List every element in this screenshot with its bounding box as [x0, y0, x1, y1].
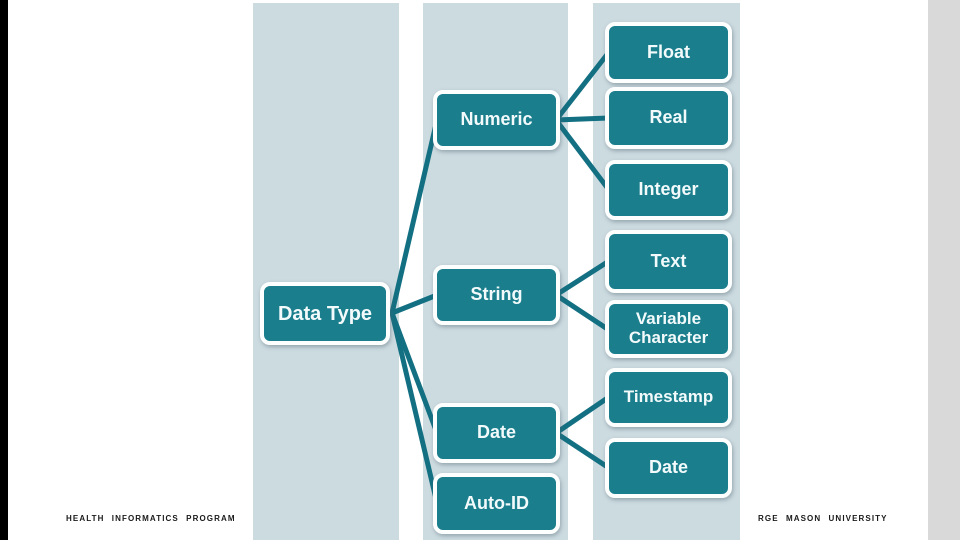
- node-auto-id: Auto-ID: [433, 473, 560, 534]
- node-timestamp: Timestamp: [605, 368, 732, 427]
- node-numeric: Numeric: [433, 90, 560, 150]
- node-string: String: [433, 265, 560, 325]
- node-date-leaf: Date: [605, 438, 732, 498]
- right-edge-bar: [928, 0, 960, 540]
- footer-university-caption: RGE MASON UNIVERSITY: [758, 514, 888, 523]
- node-text: Text: [605, 230, 732, 293]
- node-integer: Integer: [605, 160, 732, 220]
- node-float: Float: [605, 22, 732, 83]
- node-variable-character: Variable Character: [605, 300, 732, 358]
- left-edge-bar: [0, 0, 8, 540]
- footer-program-caption: HEALTH INFORMATICS PROGRAM: [66, 514, 236, 523]
- connector-group: [389, 49, 612, 506]
- column-band-level1: [253, 3, 399, 540]
- node-date: Date: [433, 403, 560, 463]
- node-data-type: Data Type: [260, 282, 390, 345]
- node-real: Real: [605, 87, 732, 149]
